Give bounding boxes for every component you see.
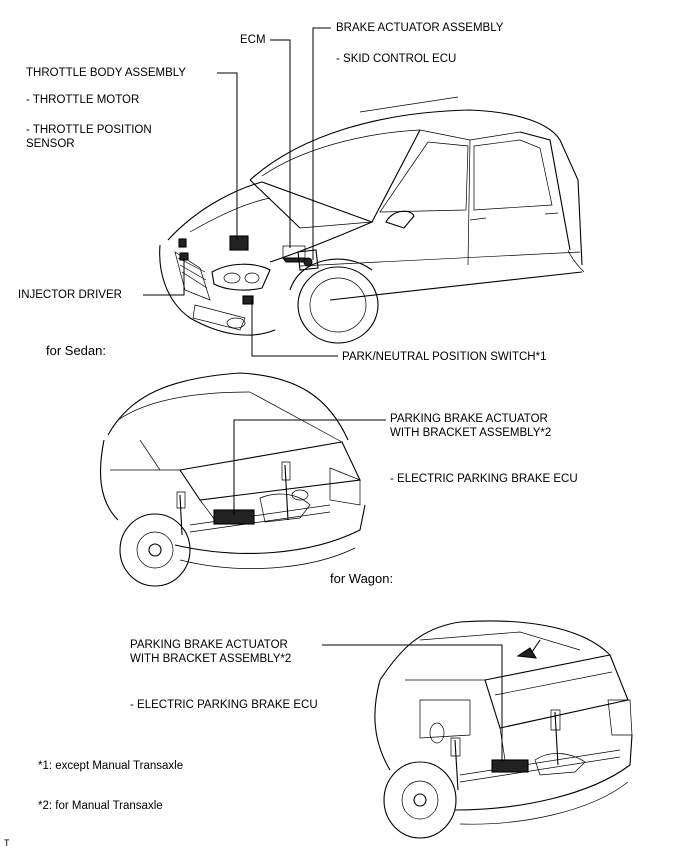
label-injector-driver: INJECTOR DRIVER <box>18 289 122 301</box>
label-parking-brake-actuator-wagon: PARKING BRAKE ACTUATOR <box>130 639 288 651</box>
leader-line-sedan <box>233 419 386 515</box>
label-ecm: ECM <box>240 34 266 46</box>
label-bracket-assembly-wagon: WITH BRACKET ASSEMBLY*2 <box>130 653 292 665</box>
footnote-2: *2: for Manual Transaxle <box>38 800 163 812</box>
front-car-drawing <box>159 96 585 344</box>
label-skid-control-ecu: - SKID CONTROL ECU <box>336 53 457 65</box>
sedan-rear-drawing <box>100 372 366 587</box>
leader-lines-front <box>143 27 338 357</box>
label-bracket-assembly-sedan: WITH BRACKET ASSEMBLY*2 <box>390 427 552 439</box>
label-throttle-body: THROTTLE BODY ASSEMBLY <box>26 67 186 79</box>
label-parking-brake-actuator-sedan: PARKING BRAKE ACTUATOR <box>390 413 548 425</box>
label-throttle-position-sensor: SENSOR <box>26 138 75 150</box>
label-throttle-motor: - THROTTLE MOTOR <box>26 94 140 106</box>
label-brake-actuator: BRAKE ACTUATOR ASSEMBLY <box>336 22 504 34</box>
label-epb-ecu-wagon: - ELECTRIC PARKING BRAKE ECU <box>130 699 318 711</box>
section-title-wagon: for Wagon: <box>330 571 394 586</box>
section-title-sedan: for Sedan: <box>46 343 106 358</box>
footnote-1: *1: except Manual Transaxle <box>38 760 184 772</box>
leader-line-wagon <box>322 644 503 762</box>
label-park-neutral-switch: PARK/NEUTRAL POSITION SWITCH*1 <box>342 351 547 363</box>
wagon-rear-drawing <box>374 620 633 839</box>
label-epb-ecu-sedan: - ELECTRIC PARKING BRAKE ECU <box>390 473 578 485</box>
corner-mark: T <box>4 838 10 848</box>
label-throttle-position: - THROTTLE POSITION <box>26 124 152 136</box>
